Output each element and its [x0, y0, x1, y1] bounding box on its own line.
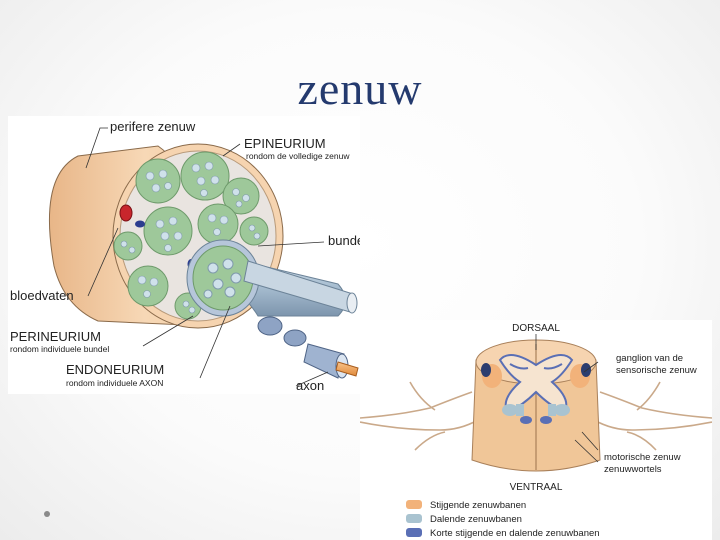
label-dorsal: DORSAAL	[512, 323, 560, 334]
tracts	[481, 363, 591, 424]
legend-item: Korte stijgende en dalende zenuwbanen	[406, 528, 600, 539]
label-ventral: VENTRAAL	[510, 482, 563, 493]
legend: Stijgende zenuwbanen Dalende zenuwbanen …	[406, 500, 600, 539]
label-blood-vessels: bloedvaten	[10, 288, 74, 303]
leader-lines	[85, 127, 329, 387]
label-motor-nerve: motorische zenuw	[604, 452, 681, 463]
label-ganglion-line2: sensorische zenuw	[616, 365, 697, 376]
label-ganglion: ganglion van de	[616, 353, 683, 364]
fascicle	[127, 265, 169, 307]
gray-matter	[498, 354, 574, 414]
legend-item: Dalende zenuwbanen	[406, 514, 522, 525]
fascicle	[239, 216, 269, 246]
fascicle	[135, 158, 181, 204]
label-bundle: bundel	[328, 233, 360, 248]
legend-label: Korte stijgende en dalende zenuwbanen	[430, 528, 600, 539]
fascicle	[113, 231, 143, 261]
fascicle	[197, 203, 239, 245]
spinal-cord	[471, 339, 601, 472]
axon-segments	[257, 316, 359, 379]
bundle-tube	[243, 260, 358, 314]
label-epineurium: EPINEURIUM	[244, 136, 326, 151]
fascicle	[143, 206, 193, 256]
legend-swatch	[406, 528, 422, 537]
label-nerve-roots: zenuwwortels	[604, 464, 662, 475]
label-peripheral-nerve: perifere zenuw	[110, 119, 196, 134]
fascicle	[222, 177, 260, 215]
label-axon: axon	[296, 378, 324, 393]
fascicle	[180, 151, 230, 201]
axon-dots	[120, 161, 261, 314]
label-perineurium: PERINEURIUM	[10, 329, 101, 344]
bullet-dot	[44, 511, 50, 517]
legend-swatch	[406, 514, 422, 523]
slide-title: zenuw	[297, 63, 423, 114]
spinal-cord-diagram: DORSAAL ganglion van de sensorische zenu…	[360, 320, 712, 540]
spine-leader-lines	[535, 334, 599, 463]
fascicles	[113, 151, 269, 320]
legend-swatch	[406, 500, 422, 509]
nerve-diagram: perifere zenuw EPINEURIUM rondom de voll…	[8, 116, 360, 394]
label-endoneurium-sub: rondom individuele AXON	[66, 378, 163, 388]
label-epineurium-sub: rondom de volledige zenuw	[246, 151, 350, 161]
legend-label: Stijgende zenuwbanen	[430, 500, 526, 511]
legend-label: Dalende zenuwbanen	[430, 514, 522, 525]
nerve-roots	[360, 381, 712, 451]
legend-item: Stijgende zenuwbanen	[406, 500, 526, 511]
label-perineurium-sub: rondom individuele bundel	[10, 344, 109, 354]
label-endoneurium: ENDONEURIUM	[66, 362, 164, 377]
